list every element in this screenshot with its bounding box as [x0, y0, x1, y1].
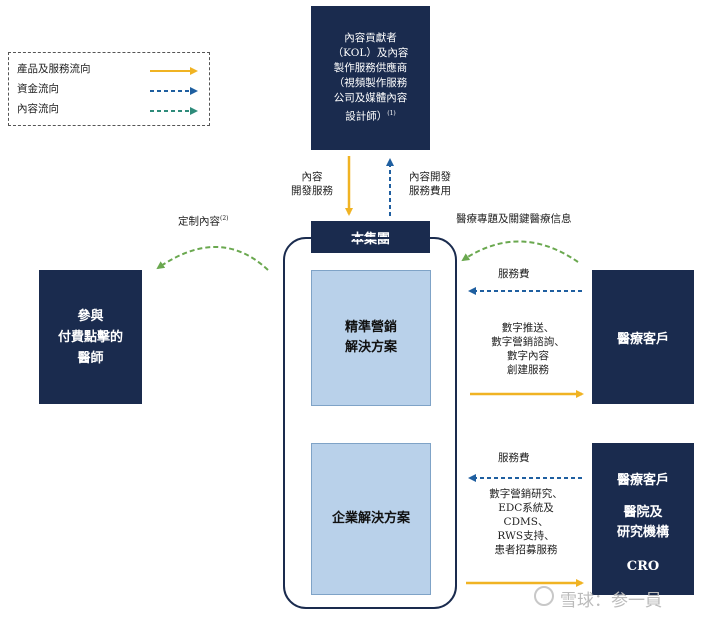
enterprise-services-line-3: CDMS、 — [503, 516, 549, 528]
contributors-line-2: （KOL）及內容 — [332, 47, 409, 60]
contributors-line-5: 公司及媒體內容 — [333, 92, 408, 105]
service-fee-1-label: 服務費 — [498, 268, 530, 280]
footnote-1: (1) — [387, 110, 396, 118]
content-dev-fees-label: 內容開發 服務費用 — [400, 170, 460, 198]
enterprise-services-line-4: RWS支持、 — [497, 530, 555, 542]
contributors-line-4: （視頻製作服務 — [333, 77, 408, 90]
custom-content-text: 定制內容 — [178, 215, 220, 228]
arrow-medical-topics — [461, 240, 579, 263]
medical-topics-label: 醫療專題及關鍵醫療信息 — [456, 213, 572, 225]
legend-item-content: 內容流向 — [17, 103, 59, 115]
content-dev-services-label: 內容 開發服務 — [282, 170, 342, 198]
digital-services-line-3: 數字內容 — [507, 350, 549, 362]
content-dev-services-line-2: 開發服務 — [291, 185, 333, 197]
precision-marketing-box: 精準營銷 解決方案 — [311, 270, 431, 406]
enterprise-services-line-2: EDC系統及 — [498, 502, 554, 514]
doctors-line-1: 參與 — [77, 308, 104, 324]
doctors-line-2: 付費點擊的 — [57, 329, 123, 345]
doctors-line-3: 醫師 — [77, 350, 104, 366]
cro-label: CRO — [626, 559, 660, 574]
enterprise-services-line-5: 患者招募服務 — [494, 544, 558, 556]
footnote-2: (2) — [220, 215, 229, 222]
content-dev-fees-line-1: 內容開發 — [409, 171, 451, 183]
contributors-line-3: 製作服務供應商 — [333, 62, 408, 75]
hospitals-line-1: 醫院及 — [623, 505, 663, 520]
content-dev-fees-line-2: 服務費用 — [409, 185, 451, 197]
digital-services-line-2: 數字營銷諮詢、 — [491, 336, 565, 348]
legend-item-products: 產品及服務流向 — [17, 63, 91, 75]
precision-marketing-line-1: 精準營銷 — [344, 320, 397, 335]
enterprise-solutions-box: 企業解決方案 — [311, 443, 431, 595]
precision-marketing-line-2: 解決方案 — [344, 340, 397, 355]
medical-clients-2-label: 醫療客戶 — [616, 473, 669, 488]
medical-clients-box: 醫療客戶 — [592, 270, 694, 404]
digital-services-line-4: 創建服務 — [507, 364, 549, 376]
contributors-line-1: 內容貢獻者 — [344, 32, 397, 45]
hospitals-line-2: 研究機構 — [616, 525, 669, 540]
clients-hospitals-cro-box: 醫療客戶 醫院及 研究機構 CRO — [592, 443, 694, 595]
arrow-custom-content — [156, 246, 269, 271]
custom-content-label: 定制內容(2) — [178, 212, 229, 229]
content-dev-services-line-1: 內容 — [301, 171, 323, 183]
contributors-line-6: 設計師）(1) — [345, 106, 396, 125]
watermark-icon — [534, 586, 554, 606]
watermark: 雪球：参一員 — [560, 591, 662, 611]
content-contributors-box: 內容貢獻者 （KOL）及內容 製作服務供應商 （視頻製作服務 公司及媒體內容 設… — [311, 6, 430, 150]
enterprise-services-label: 數字營銷研究、 EDC系統及 CDMS、 RWS支持、 患者招募服務 — [470, 487, 582, 557]
legend-box: 產品及服務流向 資金流向 內容流向 — [8, 52, 210, 126]
group-container-outline — [283, 237, 457, 609]
contributors-line-6-text: 設計師） — [345, 110, 388, 123]
service-fee-2-label: 服務費 — [498, 452, 530, 464]
digital-services-label: 數字推送、 數字營銷諮詢、 數字內容 創建服務 — [478, 321, 578, 377]
legend-item-funds: 資金流向 — [17, 83, 59, 95]
doctors-box: 參與 付費點擊的 醫師 — [39, 270, 142, 404]
enterprise-services-line-1: 數字營銷研究、 — [489, 488, 563, 500]
digital-services-line-1: 數字推送、 — [501, 322, 555, 334]
